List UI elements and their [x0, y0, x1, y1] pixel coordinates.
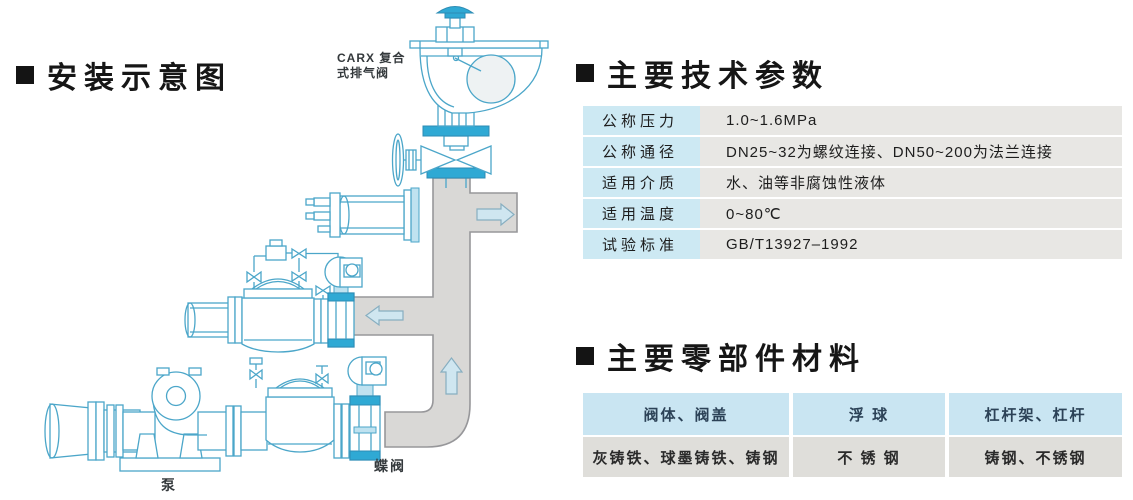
pilot-box: [265, 245, 287, 261]
flow-arrow-up: [439, 357, 464, 395]
material-value: 灰铸铁、球墨铸铁、铸钢: [583, 437, 789, 477]
table-row: 公称压力 1.0~1.6MPa: [583, 106, 1122, 135]
side-cylinder-drawing: [305, 187, 420, 243]
bonnet-block: [435, 26, 475, 43]
section-marker-square-icon: [576, 64, 594, 82]
param-value: DN25~32为螺纹连接、DN50~200为法兰连接: [700, 137, 1122, 166]
table-row: 公称通径 DN25~32为螺纹连接、DN50~200为法兰连接: [583, 137, 1122, 166]
material-value: 不 锈 钢: [793, 437, 945, 477]
handwheel: [391, 133, 405, 187]
material-part-header: 杠杆架、杠杆: [949, 393, 1122, 435]
control-valve-body: [241, 297, 315, 353]
top-plate: [409, 40, 549, 49]
param-value: GB/T13927–1992: [700, 230, 1122, 259]
vent-cap: [435, 6, 475, 14]
param-label: 适用介质: [583, 168, 700, 197]
butterfly-valve-label: 蝶阀: [374, 458, 406, 474]
table-row: 适用介质 水、油等非腐蚀性液体: [583, 168, 1122, 197]
control-valve-assembly-drawing: [184, 239, 363, 353]
carx-air-valve-drawing: [391, 6, 549, 188]
param-label: 试验标准: [583, 230, 700, 259]
flow-arrow-right: [476, 202, 515, 227]
diagram-title: 安装示意图: [16, 53, 232, 97]
diagram-title-text: 安装示意图: [47, 62, 232, 95]
materials-table: 阀体、阀盖 浮 球 杠杆架、杠杆 灰铸铁、球墨铸铁、铸钢 不 锈 钢 铸钢、不锈…: [583, 393, 1122, 477]
pump-pipeline-drawing: [44, 356, 387, 472]
material-part-header: 阀体、阀盖: [583, 393, 789, 435]
globe-valve-body: [420, 145, 457, 175]
param-label: 适用温度: [583, 199, 700, 228]
pump-base: [119, 457, 221, 472]
float-ball: [466, 54, 516, 104]
pipe-top-flange: [426, 167, 486, 179]
table-row: 试验标准 GB/T13927–1992: [583, 230, 1122, 259]
flow-arrow-left: [364, 304, 404, 327]
tech-params-table: 公称压力 1.0~1.6MPa 公称通径 DN25~32为螺纹连接、DN50~2…: [583, 106, 1122, 259]
materials-title: 主要零部件材料: [576, 334, 866, 378]
carx-valve-label: CARX 复合 式排气阀: [337, 51, 406, 80]
param-value: 1.0~1.6MPa: [700, 106, 1122, 135]
param-value: 0~80℃: [700, 199, 1122, 228]
valve-flange: [422, 125, 490, 137]
param-label: 公称通径: [583, 137, 700, 166]
param-label: 公称压力: [583, 106, 700, 135]
material-value: 铸钢、不锈钢: [949, 437, 1122, 477]
inlet-pipe: [49, 403, 92, 459]
installation-diagram-section: 安装示意图: [0, 0, 566, 500]
materials-title-text: 主要零部件材料: [607, 343, 866, 376]
pump-label: 泵: [161, 477, 177, 493]
tech-params-title-text: 主要技术参数: [607, 60, 829, 93]
material-part-header: 浮 球: [793, 393, 945, 435]
tech-params-title: 主要技术参数: [576, 51, 829, 95]
piping-diagram: [44, 6, 549, 472]
check-valve-body: [265, 396, 335, 453]
section-marker-square-icon: [576, 347, 594, 365]
flow-pipe: [349, 177, 518, 448]
table-row: 适用温度 0~80℃: [583, 199, 1122, 228]
param-value: 水、油等非腐蚀性液体: [700, 168, 1122, 197]
section-marker-square-icon: [16, 66, 34, 84]
